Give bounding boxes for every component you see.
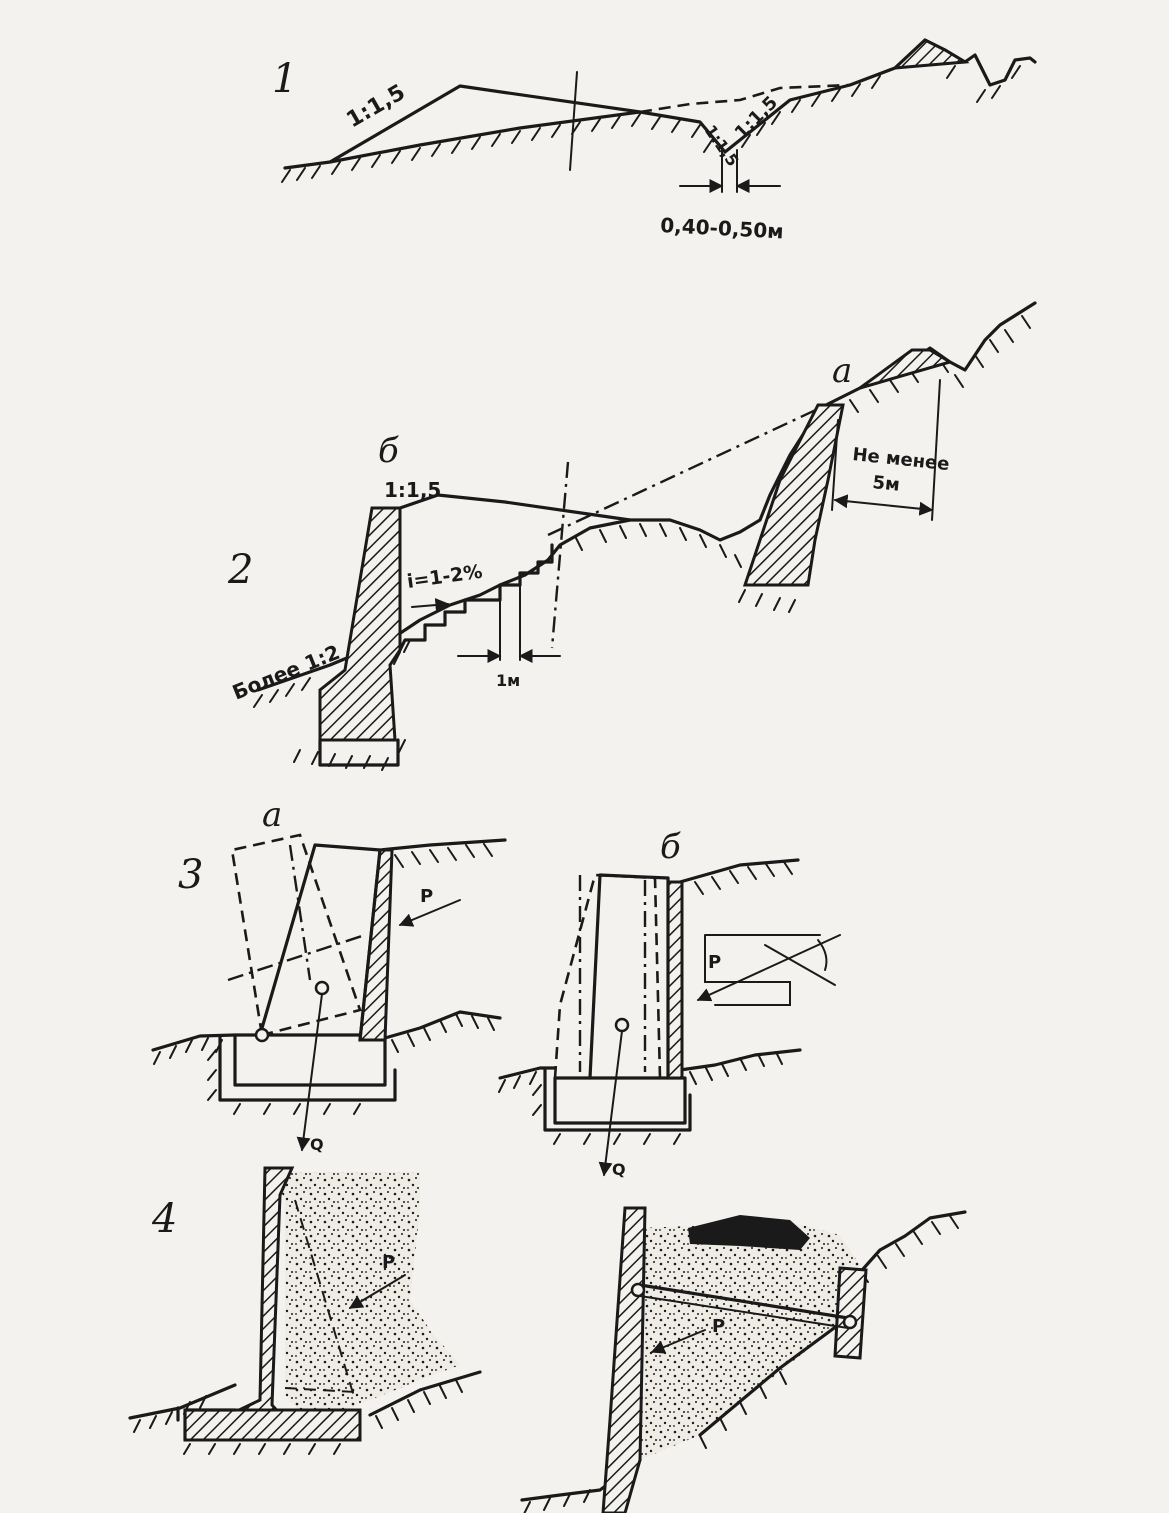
force-p-arrow — [696, 934, 841, 1002]
ground-hatch — [133, 1379, 463, 1455]
wall-displaced-dashed — [553, 873, 662, 1079]
figure-1-number: 1 — [272, 56, 297, 102]
variant-b-label: б — [378, 431, 399, 471]
force-p-label-3b: P — [708, 952, 721, 973]
foundation-pit — [543, 1068, 692, 1132]
wall-axis-vertical — [288, 844, 312, 981]
tie-rod-lower — [639, 1295, 849, 1329]
ground-line — [128, 1370, 482, 1420]
ground-line — [283, 38, 1037, 170]
figure-4-anchored: P — [520, 1206, 967, 1513]
force-p-arrow — [348, 1274, 406, 1309]
slope-extension-line — [547, 406, 821, 537]
sliding-wedge-line — [294, 1199, 356, 1401]
step-width-label: 1м — [496, 671, 520, 690]
backfill-soil — [640, 1222, 860, 1460]
centerline-axis — [569, 71, 578, 171]
angle-arc — [817, 939, 828, 971]
force-p-label-4b: P — [712, 1316, 725, 1337]
wall-axis-horizontal — [227, 933, 366, 982]
wall-base-slab — [183, 1408, 362, 1442]
figure-4-cantilever: 4 P — [128, 1166, 482, 1455]
wall-solid — [258, 843, 382, 1042]
tie-rod — [638, 1283, 850, 1320]
wall-back-hatch — [666, 880, 684, 1080]
variant-a-label-3: а — [262, 795, 282, 835]
anchor-plate — [833, 1266, 868, 1360]
spoil-mound — [859, 348, 954, 390]
centerline-axis — [550, 461, 570, 649]
gradient-arrow — [411, 598, 450, 613]
center-of-gravity — [314, 980, 330, 996]
ground-hatch — [281, 65, 1021, 183]
force-parallelogram — [704, 934, 821, 1006]
front-wall — [601, 1206, 647, 1513]
force-q-arrow — [296, 993, 323, 1152]
wall-footing — [553, 1076, 687, 1125]
distance-dim-left — [831, 419, 839, 511]
pit-hatch — [532, 1084, 681, 1145]
retaining-wall-a — [742, 403, 845, 587]
distance-dim-right — [931, 379, 941, 521]
wall-solid — [588, 873, 670, 1080]
ground-line — [498, 858, 802, 1080]
variant-a-label: а — [832, 351, 852, 391]
pit-hatch — [207, 1049, 361, 1115]
ground-line — [151, 838, 507, 1052]
spoil-mound — [890, 38, 970, 70]
tie-rod-anchor-joint — [630, 1282, 646, 1298]
force-p-label-4a: P — [382, 1252, 395, 1273]
force-p-label: P — [420, 886, 433, 907]
force-q-label: Q — [612, 1160, 626, 1179]
wall-b-footing — [318, 738, 400, 767]
force-component-line — [764, 944, 836, 986]
figure-3-number: 3 — [178, 852, 203, 898]
center-of-gravity — [614, 1017, 630, 1033]
wall-overturned-dashed — [230, 833, 362, 1037]
retaining-wall-b — [318, 506, 402, 742]
backfill-soil — [272, 1172, 460, 1412]
pavement-layer — [688, 1215, 810, 1250]
embankment-top — [398, 493, 632, 522]
figure-1: 1 1:1,5 1:1,5 1:1,5 0,40-0,50м — [272, 38, 1037, 243]
figure-3a: 3 а Q P — [151, 795, 507, 1154]
pivot-point — [254, 1027, 270, 1043]
force-q-label: Q — [310, 1135, 324, 1154]
wedge-base-line — [284, 1387, 356, 1393]
gradient-label: i=1-2% — [406, 561, 484, 593]
force-p-arrow — [650, 1329, 706, 1354]
force-p-arrow — [398, 899, 461, 927]
wall-footing — [233, 1033, 387, 1087]
embankment-dashed-surface — [639, 83, 851, 114]
ditch-width-label: 0,40-0,50м — [660, 213, 784, 243]
force-q-arrow — [598, 1030, 623, 1177]
variant-b-label-3: б — [660, 827, 681, 867]
embankment-outline — [328, 84, 642, 164]
ground-hatch — [153, 843, 495, 1065]
tie-rod-plate-joint — [842, 1314, 858, 1330]
figure-4-number: 4 — [151, 1196, 177, 1242]
distance-label-2: 5м — [871, 472, 900, 496]
figure-2-number: 2 — [227, 547, 253, 593]
distance-dim-arrow — [833, 494, 934, 516]
slope-label-top: 1:1,5 — [384, 478, 441, 502]
foundation-pit — [218, 1034, 397, 1102]
ground-hatch — [498, 861, 793, 1093]
figure-3b: б Q P — [498, 827, 841, 1179]
slope-label-1: 1:1,5 — [343, 80, 410, 133]
benches — [398, 543, 554, 652]
figure-2: 2 б а 1:1,5 i=1-2% — [227, 301, 1037, 771]
